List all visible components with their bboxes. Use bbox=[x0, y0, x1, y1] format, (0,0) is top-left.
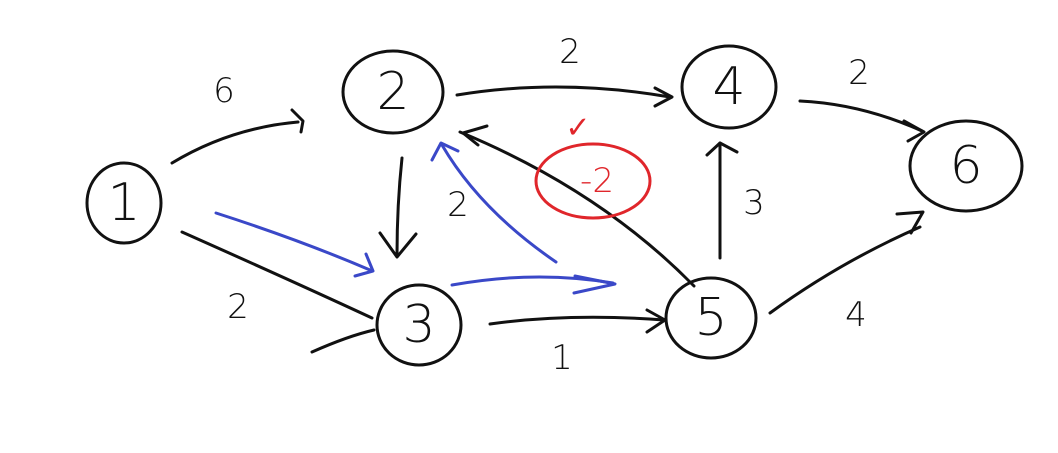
edge-4-6-arrowhead bbox=[902, 119, 926, 143]
node-3-label: 3 bbox=[402, 295, 435, 355]
blue-arrow-5-2-arrowhead bbox=[430, 141, 460, 162]
edge-labels: 6 2 2 2 1 3 2 4 bbox=[213, 32, 870, 378]
edge-5-2 bbox=[458, 130, 696, 288]
blue-arrow-1-3-arrowhead bbox=[353, 252, 375, 278]
weight-4-6: 2 bbox=[848, 53, 870, 93]
edge-3-5 bbox=[488, 315, 666, 326]
node-5: 5 bbox=[664, 276, 758, 360]
edge-5-6 bbox=[768, 225, 922, 315]
edge-3-5-arrowhead bbox=[645, 308, 667, 334]
node-1-outline bbox=[85, 161, 163, 245]
edge-5-2-arrowhead bbox=[461, 124, 489, 147]
weight-3-5: 1 bbox=[551, 338, 573, 378]
node-4-outline bbox=[680, 44, 778, 130]
edge-2-4 bbox=[455, 85, 672, 99]
nodes: 1 2 3 4 5 6 bbox=[85, 44, 1024, 367]
edge-5-6-arrowhead bbox=[895, 210, 925, 235]
weight-2-4: 2 bbox=[559, 32, 581, 72]
edge-5-4-arrowhead bbox=[705, 141, 739, 157]
node-3-outline bbox=[375, 283, 463, 367]
edge-1-2 bbox=[170, 120, 300, 165]
edge-1-3-arrowhead bbox=[310, 328, 376, 354]
edge-4-6 bbox=[798, 99, 924, 133]
node-2-outline bbox=[341, 49, 445, 135]
blue-arrow-5-2 bbox=[440, 143, 558, 264]
edge-1-2-arrowhead bbox=[290, 108, 305, 134]
red-circle bbox=[534, 142, 652, 220]
node-2: 2 bbox=[341, 49, 445, 135]
node-1-label: 1 bbox=[107, 173, 140, 233]
red-negative-weight: -2 bbox=[580, 161, 614, 201]
node-3: 3 bbox=[375, 283, 463, 367]
edge-2-3-arrowhead bbox=[378, 231, 418, 259]
node-6: 6 bbox=[908, 119, 1024, 213]
weight-5-4: 3 bbox=[743, 183, 765, 223]
weight-2-3: 2 bbox=[447, 185, 469, 225]
weight-1-2: 6 bbox=[213, 71, 235, 111]
node-6-outline bbox=[908, 119, 1024, 213]
edge-1-3 bbox=[180, 230, 374, 320]
blue-arrow-1-3 bbox=[214, 211, 372, 272]
node-2-label: 2 bbox=[376, 62, 409, 122]
node-4: 4 bbox=[680, 44, 778, 130]
node-5-outline bbox=[664, 276, 758, 360]
edge-2-3 bbox=[395, 156, 404, 257]
edges-black bbox=[170, 85, 926, 354]
red-check-mark: ✓ bbox=[565, 111, 590, 146]
node-5-label: 5 bbox=[694, 288, 727, 348]
node-1: 1 bbox=[85, 161, 163, 245]
edges-blue bbox=[214, 141, 617, 295]
node-4-label: 4 bbox=[712, 57, 745, 117]
red-annotation: -2 ✓ bbox=[534, 111, 652, 220]
weight-1-3: 2 bbox=[227, 287, 249, 327]
edge-2-4-arrowhead bbox=[653, 86, 674, 108]
node-6-label: 6 bbox=[949, 136, 982, 196]
weight-5-6: 4 bbox=[845, 295, 867, 335]
blue-arrow-3-5-arrowhead bbox=[572, 274, 617, 295]
